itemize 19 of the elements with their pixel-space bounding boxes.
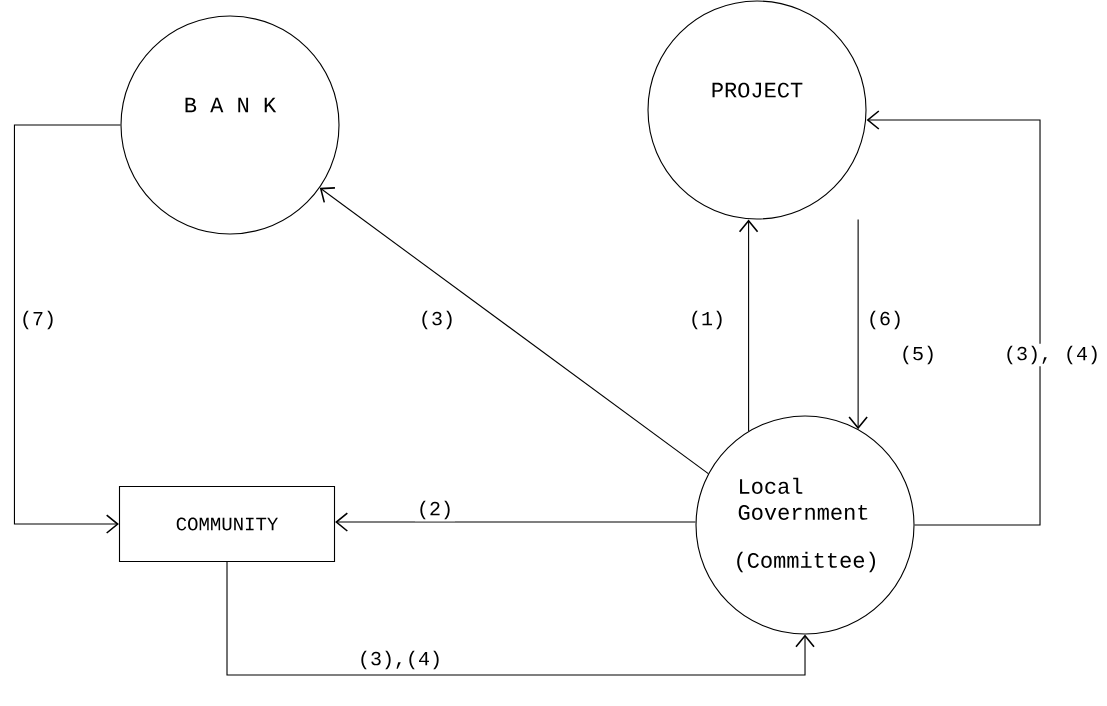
arrow	[335, 512, 696, 532]
edge-label: (3), (4)	[1002, 343, 1103, 367]
arrow	[319, 187, 709, 475]
arrow	[848, 219, 868, 430]
circle-node: Local Government (Committee)	[695, 415, 915, 635]
process-box: COMMUNITY	[118, 485, 336, 563]
edge-label: (2)	[415, 498, 455, 522]
edge-label: (3)	[417, 308, 457, 332]
arrow	[738, 219, 759, 432]
edge-label: (3),(4)	[356, 648, 444, 672]
edge-label: (1)	[687, 308, 727, 332]
step-number: (5)	[903, 345, 933, 365]
edge-label: (7)	[18, 308, 58, 332]
arrow	[866, 110, 1041, 526]
edge-label: (6)	[865, 308, 905, 332]
circle-node: PROJECT	[647, 0, 867, 220]
circle-node: B A N K	[120, 15, 340, 235]
arrow	[226, 561, 815, 676]
arrow	[13, 124, 121, 534]
